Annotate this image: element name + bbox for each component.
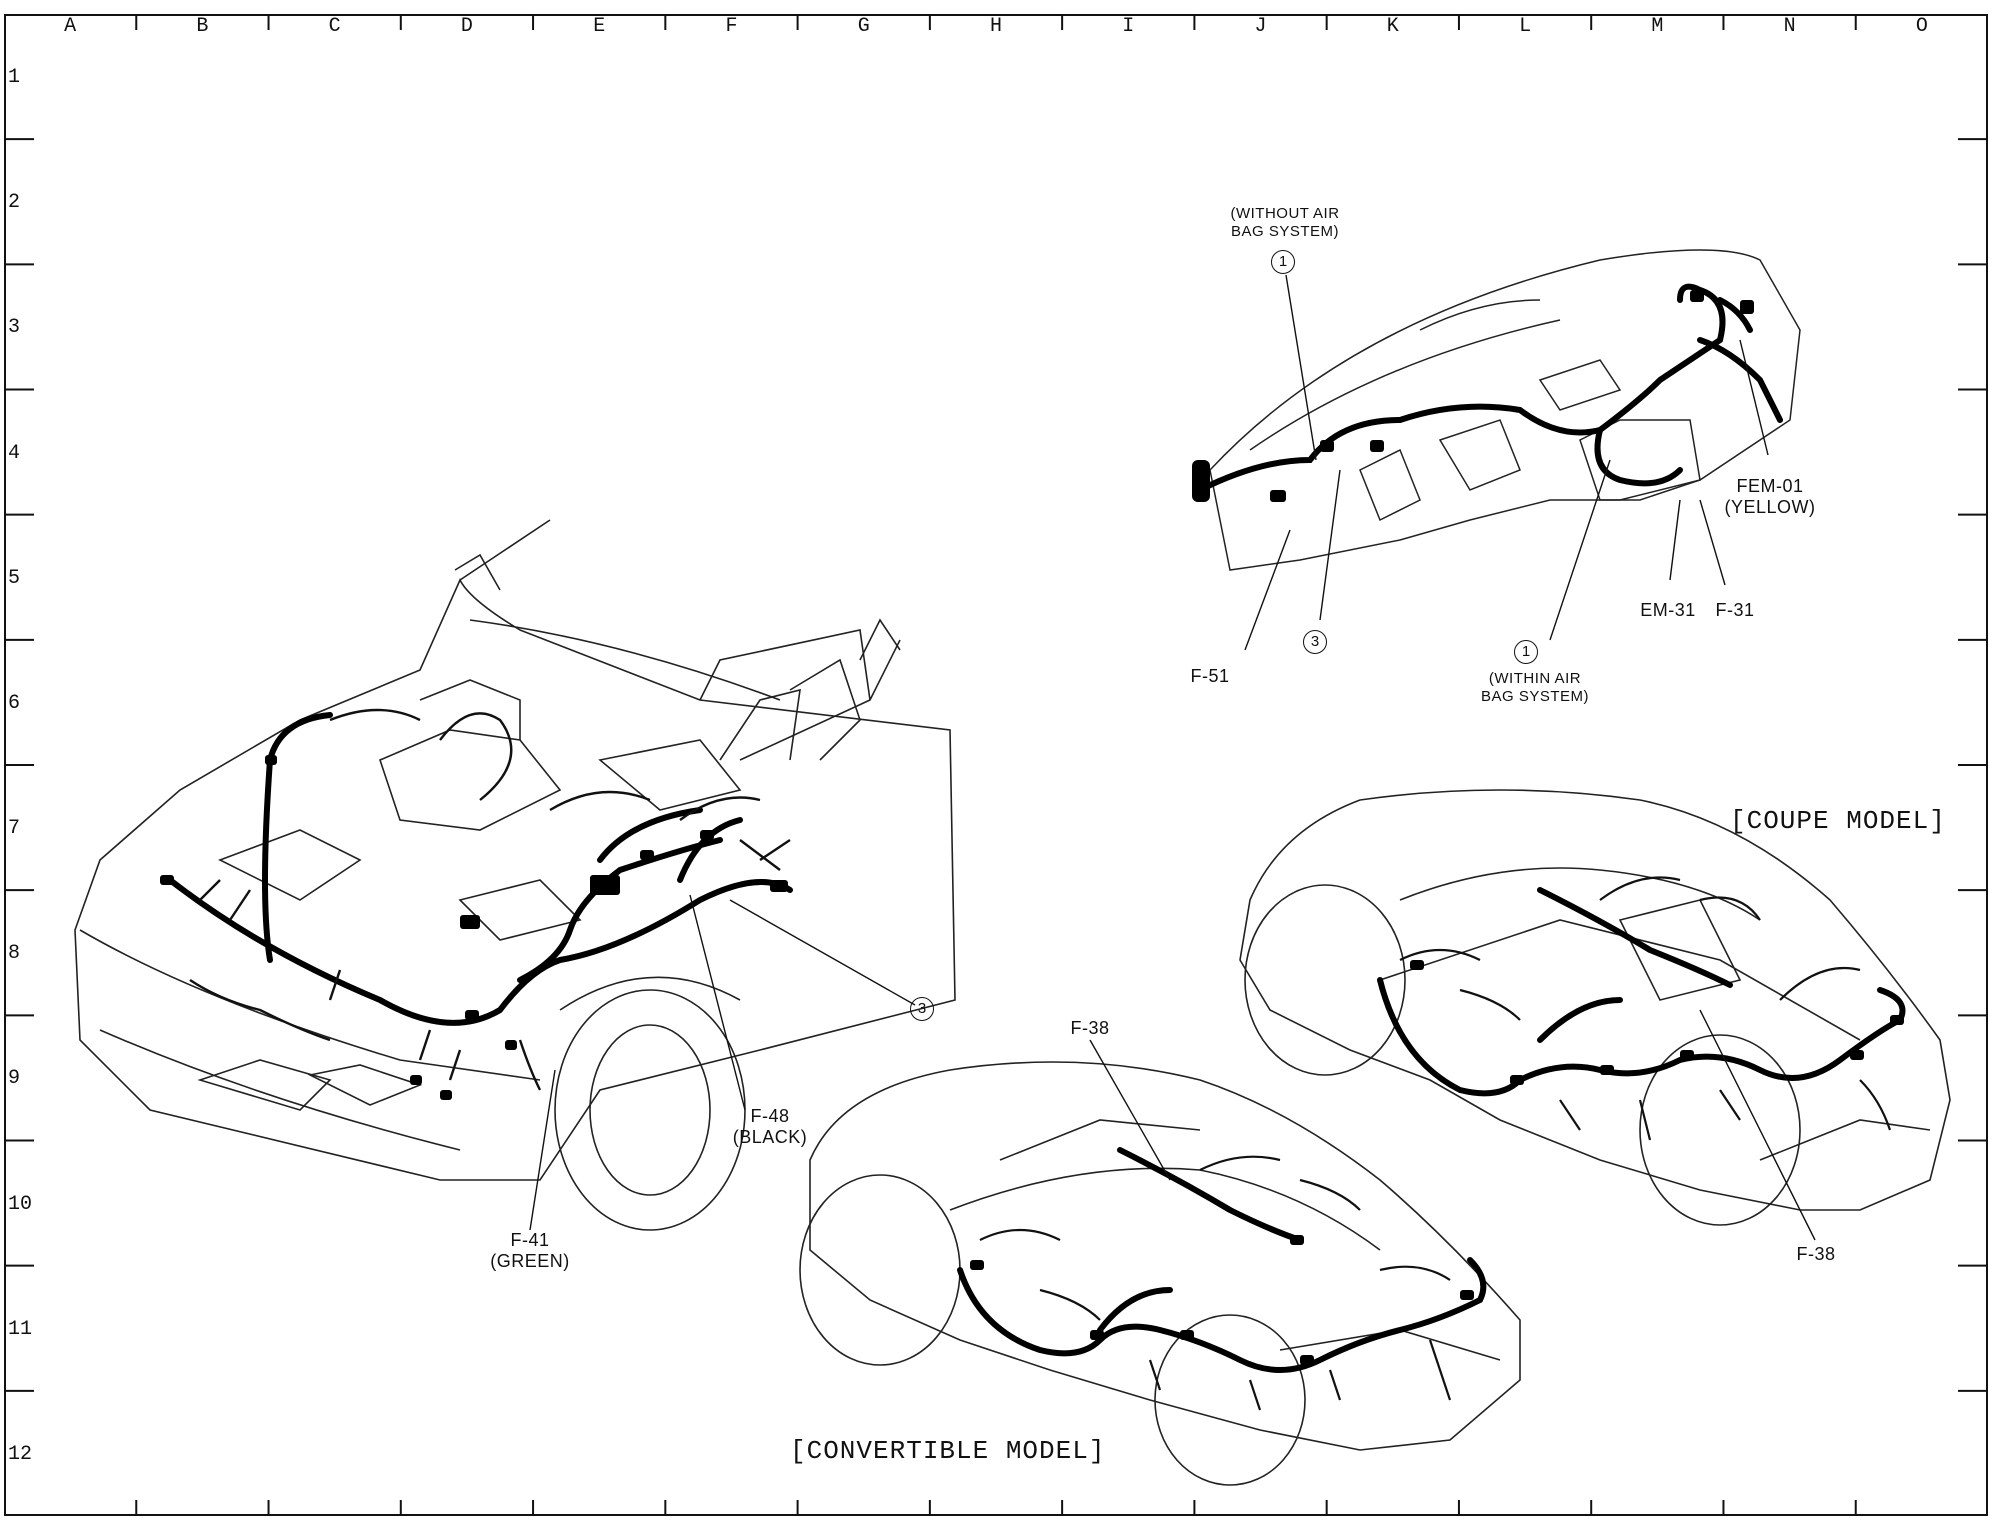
callout-f51: F-51 <box>1190 666 1230 686</box>
circled-1-bottom: 1 <box>1514 640 1538 664</box>
dashboard-outline <box>1209 249 1801 571</box>
column-label: O <box>1915 15 1928 38</box>
column-label: L <box>1519 15 1532 38</box>
column-label: N <box>1783 15 1796 38</box>
row-label: 8 <box>8 942 21 966</box>
convertible-leader-line <box>1089 1039 1171 1181</box>
coupe-branches <box>1399 876 1892 1141</box>
callout-f31: F-31 <box>1715 600 1755 620</box>
callout-f48: F-48(BLACK) <box>732 1106 808 1147</box>
row-label: 12 <box>8 1442 33 1466</box>
column-label: J <box>1254 15 1267 38</box>
column-label: B <box>196 15 209 38</box>
convertible-connectors <box>970 1235 1474 1365</box>
column-label: F <box>725 15 738 38</box>
front-harness-branches <box>189 708 791 1091</box>
row-label: 9 <box>8 1067 21 1091</box>
convertible-outline <box>799 1061 1521 1486</box>
convertible-model-label: [CONVERTIBLE MODEL] <box>790 1436 1106 1466</box>
dashboard-harness <box>1197 283 1783 493</box>
dashboard-connectors <box>1192 290 1754 502</box>
row-label: 2 <box>8 191 21 215</box>
convertible-branches <box>979 1155 1452 1411</box>
front-leader-lines <box>529 894 916 1231</box>
column-label: E <box>593 15 606 38</box>
callout-f38-convertible: F-38 <box>1070 1018 1110 1038</box>
row-label: 5 <box>8 566 21 590</box>
callout-fem01: FEM-01(YELLOW) <box>1724 476 1816 517</box>
callout-f41: F-41(GREEN) <box>490 1230 570 1271</box>
row-label: 4 <box>8 441 21 465</box>
coupe-outline <box>1239 789 1951 1226</box>
column-label: I <box>1122 15 1135 38</box>
coupe-leader-line <box>1699 1009 1816 1241</box>
column-label: M <box>1651 15 1664 38</box>
row-label: 10 <box>8 1192 33 1216</box>
column-label: A <box>64 15 77 38</box>
coupe-harness <box>1377 887 1906 1097</box>
coupe-connectors <box>1410 960 1904 1085</box>
column-label: G <box>857 15 870 38</box>
row-label: 6 <box>8 691 21 715</box>
circled-3-dash: 3 <box>1303 630 1327 654</box>
callout-f38-coupe: F-38 <box>1796 1244 1836 1264</box>
row-label: 1 <box>8 66 21 89</box>
callout-em31: EM-31 <box>1640 600 1696 620</box>
front-car-outline <box>74 519 956 1231</box>
front-connectors <box>160 755 788 1100</box>
row-label: 11 <box>8 1317 33 1341</box>
dashboard-leader-lines <box>1244 274 1769 651</box>
front-harness <box>167 712 793 1026</box>
row-label: 7 <box>8 817 21 840</box>
column-label: H <box>990 15 1003 38</box>
circled-3-engine: 3 <box>910 997 934 1021</box>
column-label: D <box>460 15 473 38</box>
column-label: C <box>328 15 341 38</box>
circled-1-top: 1 <box>1271 250 1295 274</box>
coupe-model-label: [COUPE MODEL] <box>1730 806 1946 836</box>
convertible-harness <box>957 1147 1487 1373</box>
row-label: 3 <box>8 316 21 340</box>
column-label: K <box>1386 15 1399 38</box>
